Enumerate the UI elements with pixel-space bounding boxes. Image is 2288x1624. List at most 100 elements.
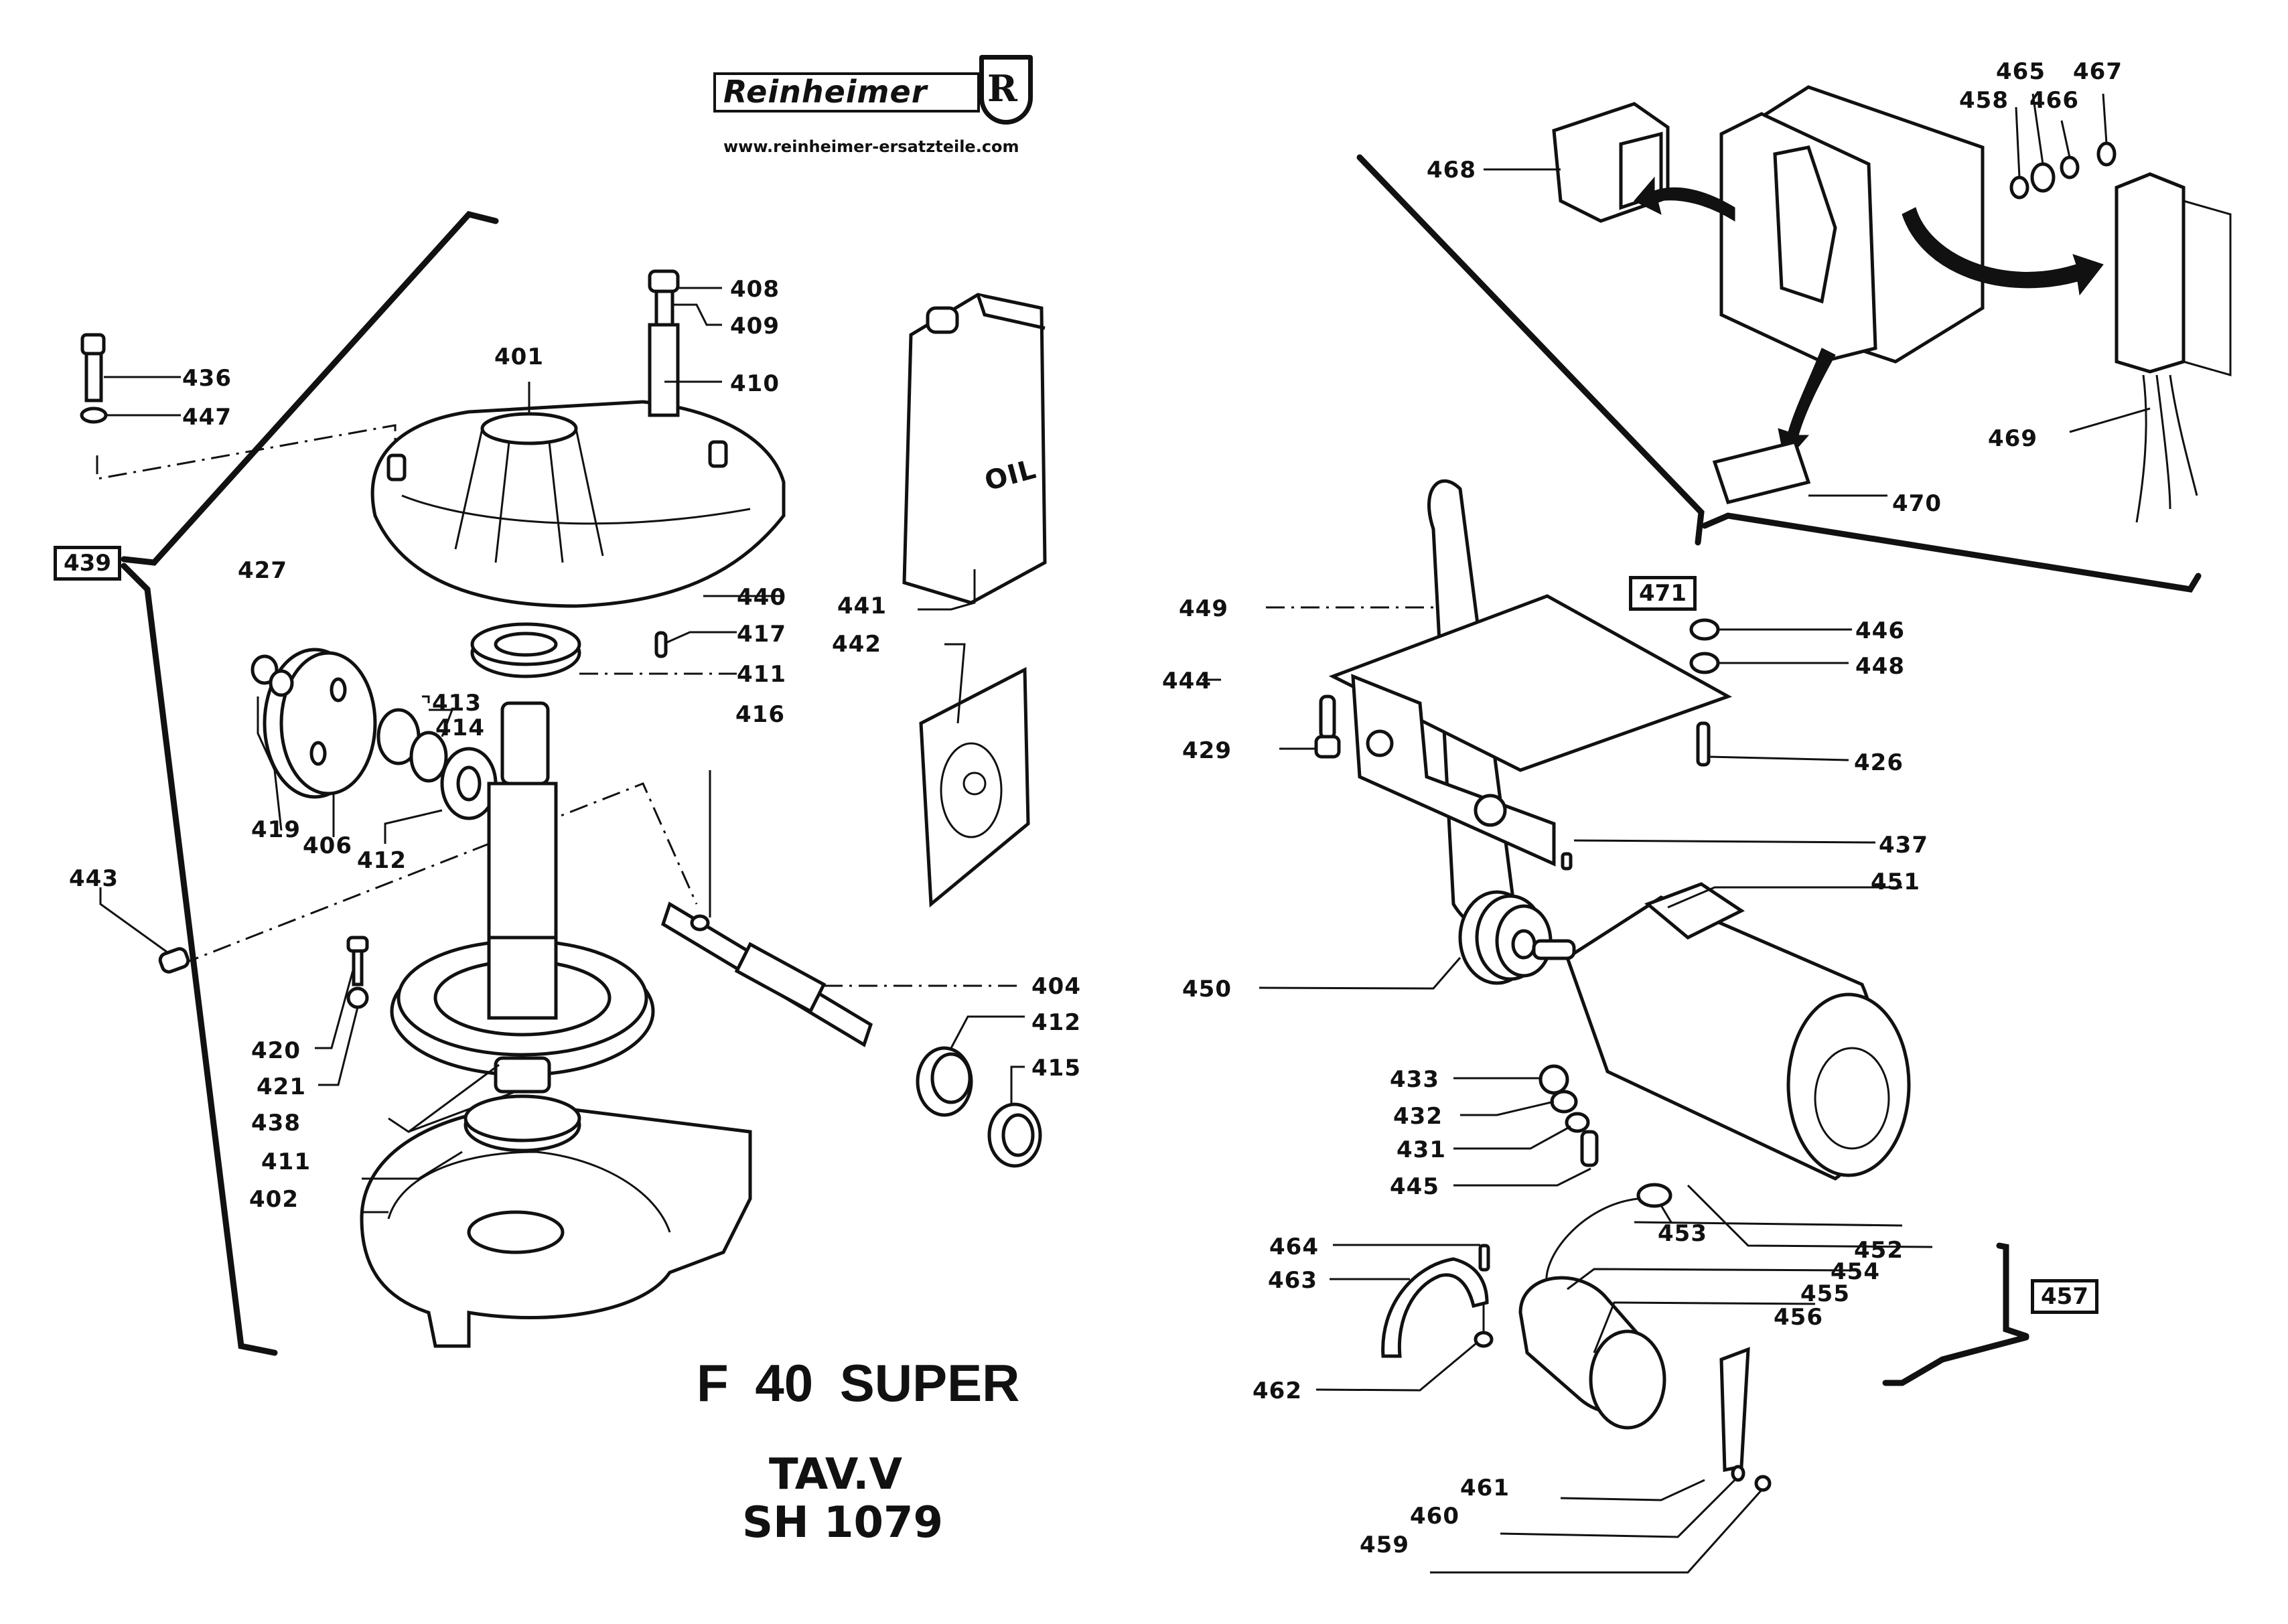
part-label-451[interactable]: 451	[1871, 869, 1920, 895]
part-label-452[interactable]: 452	[1854, 1237, 1904, 1264]
part-label-459[interactable]: 459	[1360, 1532, 1409, 1558]
part-label-401[interactable]: 401	[494, 344, 544, 370]
part-label-463[interactable]: 463	[1268, 1267, 1317, 1294]
terminal-strip-469	[2069, 172, 2232, 523]
worm-gear-438	[390, 936, 655, 1094]
junction-box	[1719, 85, 1985, 364]
part-label-466[interactable]: 466	[2029, 87, 2079, 114]
part-label-438[interactable]: 438	[251, 1110, 301, 1136]
part-label-410[interactable]: 410	[730, 370, 780, 397]
part-label-447[interactable]: 447	[182, 404, 232, 431]
worm-shaft-404	[660, 770, 1021, 1047]
oil-can-441	[902, 293, 1047, 611]
motor-bracket-444	[1202, 594, 1733, 867]
group-box-457: 457	[2031, 1279, 2098, 1314]
part-label-467[interactable]: 467	[2073, 58, 2123, 85]
pulley-450	[1259, 890, 1553, 990]
part-label-455[interactable]: 455	[1800, 1280, 1850, 1307]
group-box-439: 439	[54, 546, 121, 581]
part-label-415[interactable]: 415	[1031, 1055, 1081, 1082]
part-label-441[interactable]: 441	[837, 593, 887, 619]
part-label-421[interactable]: 421	[257, 1074, 306, 1100]
part-label-468[interactable]: 468	[1427, 157, 1476, 183]
part-label-456[interactable]: 456	[1774, 1304, 1823, 1331]
part-label-412[interactable]: 412	[357, 847, 407, 874]
part-label-411b[interactable]: 411	[261, 1149, 311, 1175]
seal-415	[987, 1065, 1042, 1168]
model-title: F 40 SUPER	[697, 1353, 1020, 1412]
bearing-412	[916, 1015, 1025, 1117]
part-label-408[interactable]: 408	[730, 276, 780, 303]
part-label-429[interactable]: 429	[1182, 737, 1232, 764]
curved-arrow-icon	[1902, 207, 2104, 296]
part-label-409[interactable]: 409	[730, 313, 780, 340]
part-label-470[interactable]: 470	[1892, 490, 1942, 517]
group-box-471: 471	[1629, 576, 1697, 611]
electric-motor-451	[1532, 882, 1911, 1181]
bearing-411	[470, 622, 737, 678]
part-label-446[interactable]: 446	[1855, 617, 1905, 644]
main-shaft	[487, 701, 558, 973]
upper-housing-440	[370, 382, 786, 608]
brand-emblem-letter: R	[987, 67, 1017, 110]
part-label-454[interactable]: 454	[1831, 1258, 1880, 1285]
group-bracket-439	[121, 210, 499, 1356]
part-label-444[interactable]: 444	[1162, 668, 1212, 694]
part-label-411[interactable]: 411	[737, 661, 786, 688]
part-label-406[interactable]: 406	[303, 832, 352, 859]
assembly-line	[180, 782, 698, 966]
part-label-465[interactable]: 465	[1996, 58, 2046, 85]
part-label-442[interactable]: 442	[832, 631, 881, 658]
clamp-463	[1315, 1244, 1494, 1392]
group-bracket-457	[1996, 1242, 2029, 1339]
table-number: TAV.V	[769, 1450, 902, 1499]
part-label-445[interactable]: 445	[1390, 1173, 1439, 1200]
switch-assembly-455	[1430, 1221, 1903, 1574]
part-label-460[interactable]: 460	[1410, 1503, 1459, 1530]
part-label-449[interactable]: 449	[1179, 595, 1228, 622]
part-label-416[interactable]: 416	[735, 701, 785, 728]
part-label-437[interactable]: 437	[1879, 832, 1928, 859]
part-label-420[interactable]: 420	[251, 1037, 301, 1064]
part-label-448[interactable]: 448	[1855, 653, 1905, 680]
group-bracket-457	[1882, 1334, 2029, 1386]
part-label-453[interactable]: 453	[1658, 1220, 1707, 1247]
hardware-431-445	[1453, 1064, 1599, 1187]
part-label-427[interactable]: 427	[238, 557, 287, 584]
part-label-464[interactable]: 464	[1269, 1234, 1319, 1260]
part-label-412b[interactable]: 412	[1031, 1009, 1081, 1036]
group-bracket-471	[1356, 154, 2202, 593]
part-label-419[interactable]: 419	[251, 816, 301, 843]
key-417	[654, 631, 737, 658]
fasteners-458-467	[2009, 93, 2117, 200]
part-label-458[interactable]: 458	[1959, 87, 2009, 114]
part-label-440[interactable]: 440	[737, 584, 786, 611]
part-label-443[interactable]: 443	[69, 865, 119, 892]
part-label-414[interactable]: 414	[435, 715, 485, 741]
washer-447	[80, 407, 181, 424]
gasket-set-442	[919, 643, 1030, 908]
curved-arrow-icon	[1634, 176, 1735, 222]
part-label-432[interactable]: 432	[1393, 1103, 1443, 1130]
lower-housing-402	[360, 1094, 752, 1348]
part-label-469[interactable]: 469	[1988, 425, 2037, 452]
dipstick-408-410	[648, 269, 722, 417]
bolt-443	[99, 887, 190, 974]
brand-logo-frame	[713, 72, 980, 113]
part-label-413[interactable]: 413	[432, 690, 482, 717]
part-label-436[interactable]: 436	[182, 365, 232, 392]
bolt-436	[80, 333, 181, 402]
part-label-462[interactable]: 462	[1253, 1378, 1302, 1404]
part-label-461[interactable]: 461	[1460, 1475, 1510, 1501]
screw-420	[315, 936, 369, 1086]
part-label-431[interactable]: 431	[1397, 1136, 1446, 1163]
part-label-402[interactable]: 402	[249, 1186, 299, 1213]
part-label-433[interactable]: 433	[1390, 1066, 1439, 1093]
website-link[interactable]: www.reinheimer-ersatzteile.com	[723, 137, 1019, 156]
part-label-450[interactable]: 450	[1182, 976, 1232, 1003]
part-label-426[interactable]: 426	[1854, 749, 1904, 776]
part-label-404[interactable]: 404	[1031, 973, 1081, 1000]
sheet-code: SH 1079	[742, 1498, 944, 1548]
part-label-417[interactable]: 417	[737, 621, 786, 648]
